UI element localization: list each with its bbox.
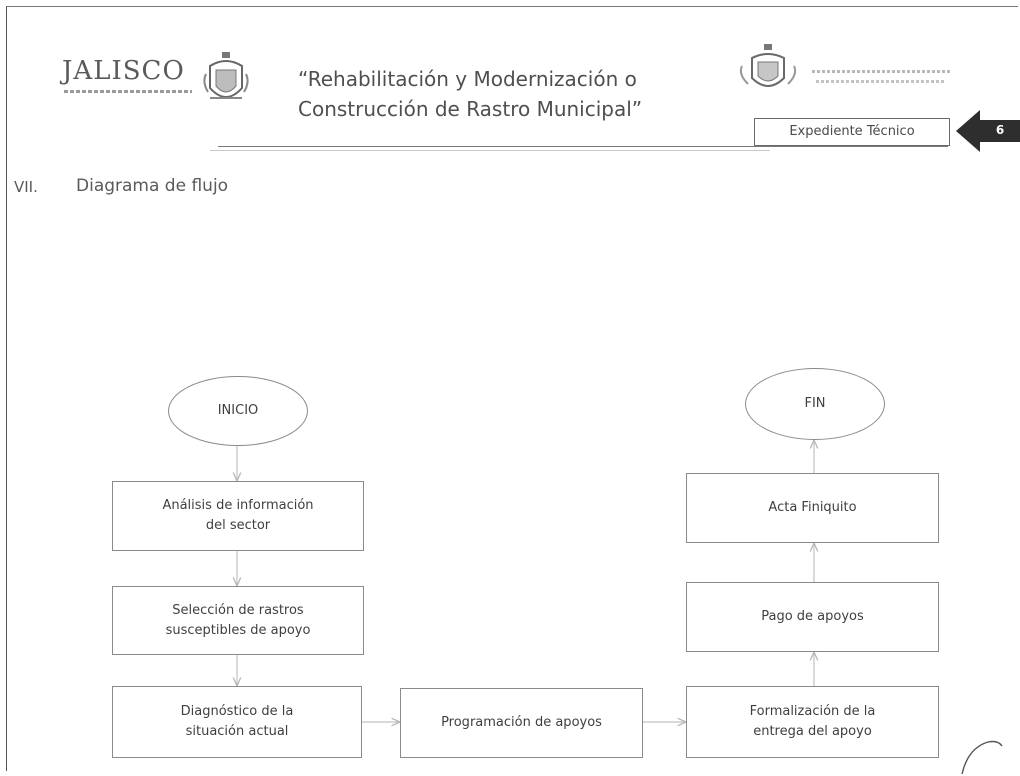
- header-rule: [218, 146, 948, 147]
- coat-of-arms-icon: [203, 52, 249, 99]
- flow-step-analisis: Análisis de información del sector: [112, 481, 364, 551]
- flow-end-oval: FIN: [745, 368, 885, 440]
- flow-step-acta: Acta Finiquito: [686, 473, 939, 543]
- page-arrow-icon: [956, 110, 1020, 152]
- section-title: Diagrama de flujo: [76, 176, 229, 196]
- flow-step-seleccion: Selección de rastros susceptibles de apo…: [112, 586, 364, 655]
- jalisco-logo: JALISCO: [62, 52, 262, 108]
- flow-step-formalizacion: Formalización de la entrega del apoyo: [686, 686, 939, 758]
- header-rule-light: [210, 150, 770, 151]
- logo-subtitle-line: [64, 90, 192, 93]
- state-seal-icon: [739, 44, 797, 87]
- jalisco-logo-text: JALISCO: [62, 56, 185, 86]
- section-number: VII.: [14, 178, 38, 196]
- handwritten-mark: [961, 740, 1003, 775]
- page-number: 6: [995, 123, 1005, 137]
- flow-start-oval: INICIO: [168, 376, 308, 446]
- flow-step-diagnostico: Diagnóstico de la situación actual: [112, 686, 362, 758]
- page-border: [6, 6, 1018, 771]
- flow-step-pago: Pago de apoyos: [686, 582, 939, 652]
- agency-name-lines: [812, 70, 952, 90]
- document-title: “Rehabilitación y Modernización o Constr…: [298, 67, 643, 121]
- expediente-label-box: Expediente Técnico: [754, 118, 950, 146]
- flow-step-programacion: Programación de apoyos: [400, 688, 643, 758]
